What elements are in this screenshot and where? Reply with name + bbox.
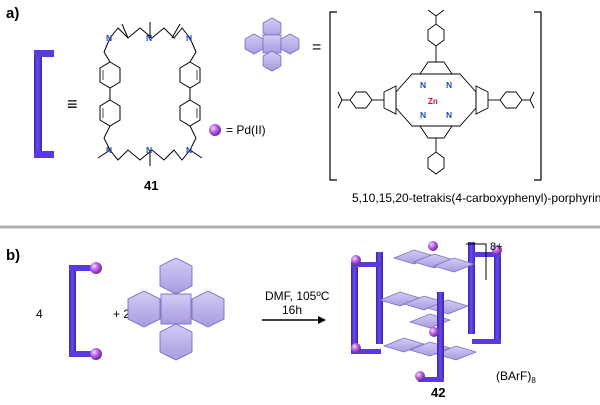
atom-n: N [186,145,192,155]
pd-legend: = Pd(II) [226,123,266,137]
conditions-line-2: 16h [282,303,302,317]
pd-sphere-icon [351,255,361,265]
atom-n: N [446,80,452,90]
conditions-line-1: DMF, 105ºC [265,289,330,303]
pd-sphere-icon [492,245,502,255]
atom-n: N [106,145,112,155]
macrocycle-nitrogens: N N N N N N [106,33,192,155]
porphyrin-symbol-a [244,17,300,72]
charge-bracket [466,243,487,280]
panel-a-label: a) [6,5,19,22]
panel-b-label: b) [6,247,20,264]
atom-n: N [146,145,152,155]
porphyrin-brackets [329,11,542,181]
equiv-symbol: ≡ [67,94,78,114]
porphyrin-atoms: Zn N N N N [420,80,452,120]
pd-sphere-icon [351,343,361,353]
atom-n: N [106,33,112,43]
pd-sphere-icon [428,241,438,251]
counterion: (BArF)8 [496,369,536,385]
pd-sphere-icon [90,262,102,274]
macrocycle-structure [97,22,203,166]
pd-sphere-icon [90,348,102,360]
clip-coefficient: 4 [36,307,43,321]
charge-label: 8+ [490,241,503,253]
pd-sphere-icon [209,124,221,136]
atom-n: N [146,33,152,43]
porphyrin-coefficient: + 2 [113,307,130,321]
reaction-arrow [262,316,326,324]
atom-n: N [446,110,452,120]
equals-symbol: = [312,39,321,56]
atom-n: N [420,110,426,120]
atom-zn: Zn [428,97,438,106]
pd-sphere-icon [429,327,439,337]
clip-symbol-a [34,50,54,158]
porphyrin-symbol-b [127,257,225,361]
atom-n: N [420,80,426,90]
pd-sphere-icon [415,371,425,381]
cage-structure [351,241,502,382]
clip-symbol-b [69,262,102,360]
porphyrin-structure [337,9,535,175]
porphyrin-name: 5,10,15,20-tetrakis(4-carboxyphenyl)-por… [352,191,600,205]
compound-number-41: 41 [144,178,158,193]
atom-n: N [186,33,192,43]
compound-number-42: 42 [431,385,445,400]
